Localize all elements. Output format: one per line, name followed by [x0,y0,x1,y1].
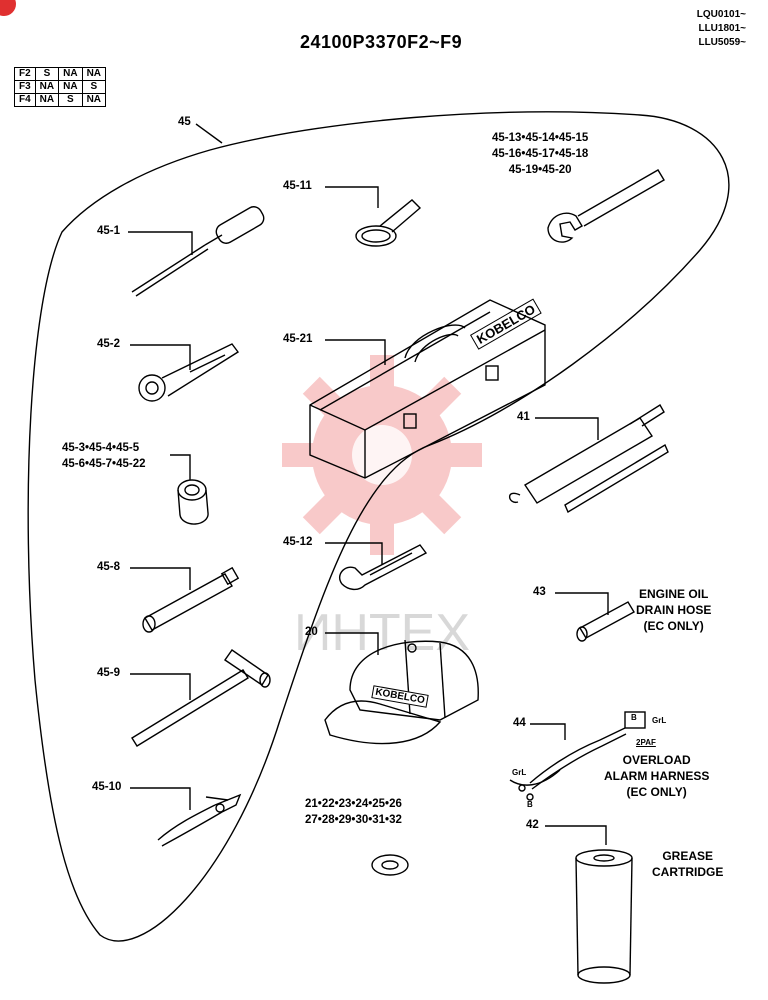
ratchet-drawing [138,343,240,402]
overload-alarm-harness-note: OVERLOAD ALARM HARNESS (EC ONLY) [604,752,709,800]
serial-range: LQU0101~ [696,9,746,20]
serial-ranges: LQU0101~ LLU1801~ LLU5059~ [697,8,746,50]
part-label-line: 27•28•29•30•31•32 [305,814,402,826]
part-label-43: 43 [533,586,546,598]
note-line: (EC ONLY) [643,619,704,633]
note-line: DRAIN HOSE [636,603,712,617]
part-label-45-13-group: 45-13•45-14•45-15 45-16•45-17•45-18 45-1… [492,130,588,178]
note-line: CARTRIDGE [652,865,724,879]
leader-lines [128,123,609,845]
table-cell: NA [58,67,83,81]
table-row: F2 S NA NA [14,67,107,81]
part-label-line: 45-6•45-7•45-22 [62,458,146,470]
table-cell: S [34,67,60,81]
note-line: (EC ONLY) [626,785,687,799]
engine-oil-drain-hose-note: ENGINE OIL DRAIN HOSE (EC ONLY) [636,586,711,634]
drain-hose-drawing [576,601,635,642]
part-label-45-12: 45-12 [283,536,313,548]
part-label-45-3-group: 45-3•45-4•45-5 45-6•45-7•45-22 [62,440,146,472]
grease-cartridge-drawing [575,849,633,984]
note-line: GREASE [662,849,714,863]
table-cell: NA [81,93,107,107]
socket-drawing [177,479,209,525]
extension-bar-drawing [142,566,240,633]
part-label-45-2: 45-2 [97,338,121,350]
harness-tag-grl-left: GrL [512,768,527,777]
part-label-41: 41 [517,411,530,423]
part-label-line: 45-13•45-14•45-15 [492,132,589,144]
table-cell: NA [34,80,60,94]
filter-wrench-drawing [355,199,422,247]
harness-drawing [509,711,646,801]
part-label-42: 42 [526,819,539,831]
grease-cartridge-note: GREASE CARTRIDGE [652,848,723,880]
corner-badge-icon [0,0,16,16]
spanner-drawing [547,169,665,243]
table-cell: NA [34,93,60,107]
grease-gun-drawing [508,404,669,514]
part-label-line: 45-16•45-17•45-18 [492,148,589,160]
part-label-44: 44 [513,717,526,729]
option-table: F2 S NA NA F3 NA NA S F4 NA S NA [14,67,107,107]
page-title: 24100P3370F2~F9 [300,32,463,52]
part-label-45: 45 [178,116,191,128]
part-label-45-10: 45-10 [92,781,122,793]
harness-tag-b: B [631,713,637,722]
screwdriver-drawing [131,206,265,297]
table-cell: F2 [14,67,36,81]
harness-tag-grl: GrL [652,716,667,725]
table-row: F3 NA NA S [14,80,107,94]
serial-range: LLU1801~ [698,23,746,34]
part-label-line: 45-3•45-4•45-5 [62,442,140,454]
note-line: OVERLOAD [622,753,691,767]
part-label-45-9: 45-9 [97,667,121,679]
part-label-line: 45-19•45-20 [508,164,572,176]
part-label-45-1: 45-1 [97,225,121,237]
table-cell: S [81,80,107,94]
kit-45-boundary [27,111,730,942]
serial-range: LLU5059~ [698,37,746,48]
part-label-20: 20 [305,626,318,638]
part-label-45-8: 45-8 [97,561,121,573]
harness-tag-b-bottom: B [527,800,533,809]
table-cell: F3 [14,80,36,94]
table-cell: NA [58,80,83,94]
hammer-drawing [131,649,271,747]
table-cell: NA [81,67,107,81]
watermark-gear-logo: ИНТЕХ [282,355,482,655]
note-line: ALARM HARNESS [604,769,710,783]
toolbox-drawing [309,299,546,479]
part-label-45-11: 45-11 [283,180,312,192]
pliers-drawing [157,793,242,847]
part-label-21-32-group: 21•22•23•24•25•26 27•28•29•30•31•32 [305,796,402,828]
table-cell: F4 [14,93,36,107]
table-cell: S [58,93,83,107]
adjustable-wrench-drawing [338,544,428,591]
note-line: ENGINE OIL [639,587,709,601]
harness-tag-2paf: 2PAF [636,738,656,747]
washer-drawing [371,854,409,876]
table-row: F4 NA S NA [14,93,107,107]
part-label-45-21: 45-21 [283,333,313,345]
part-label-line: 21•22•23•24•25•26 [305,798,402,810]
